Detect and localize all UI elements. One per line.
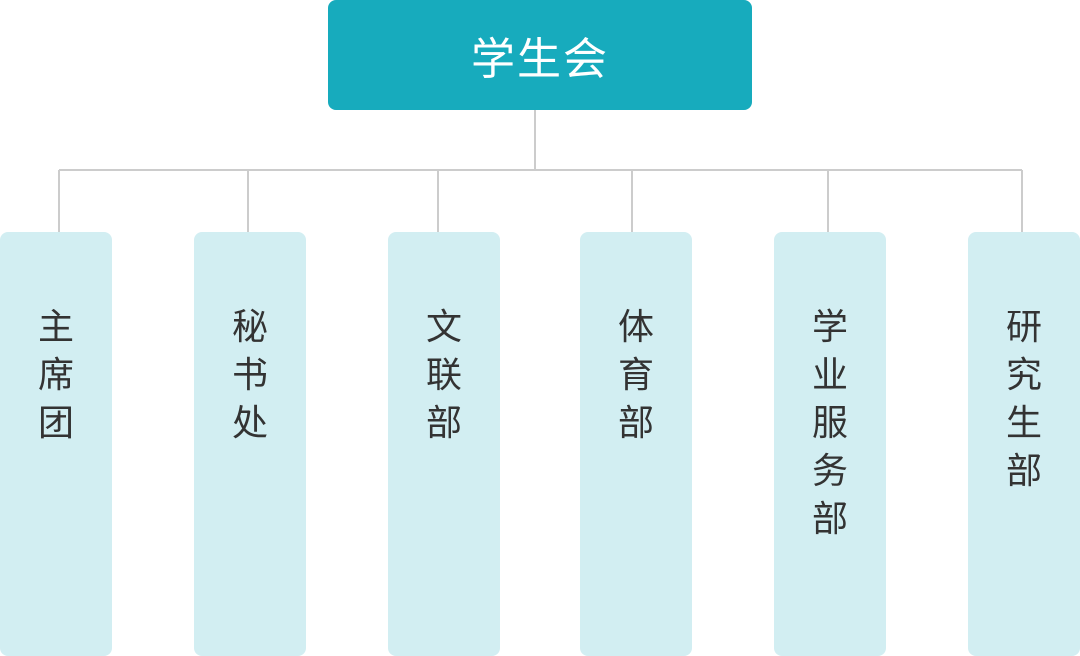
root-node-student-union: 学生会 <box>328 0 752 110</box>
dept-node-academic-services: 学业服务部 <box>774 232 886 656</box>
dept-node-label: 研究生部 <box>1005 307 1042 492</box>
dept-node-graduate: 研究生部 <box>968 232 1080 656</box>
dept-node-label: 体育部 <box>617 307 654 444</box>
dept-node-label: 秘书处 <box>231 307 268 444</box>
dept-node-sports: 体育部 <box>580 232 692 656</box>
dept-node-label: 文联部 <box>425 307 462 444</box>
root-node-label: 学生会 <box>471 34 609 85</box>
dept-node-label: 学业服务部 <box>811 307 848 540</box>
dept-node-arts: 文联部 <box>388 232 500 656</box>
dept-node-presidium: 主席团 <box>0 232 112 656</box>
dept-node-secretariat: 秘书处 <box>194 232 306 656</box>
dept-node-label: 主席团 <box>37 307 74 444</box>
